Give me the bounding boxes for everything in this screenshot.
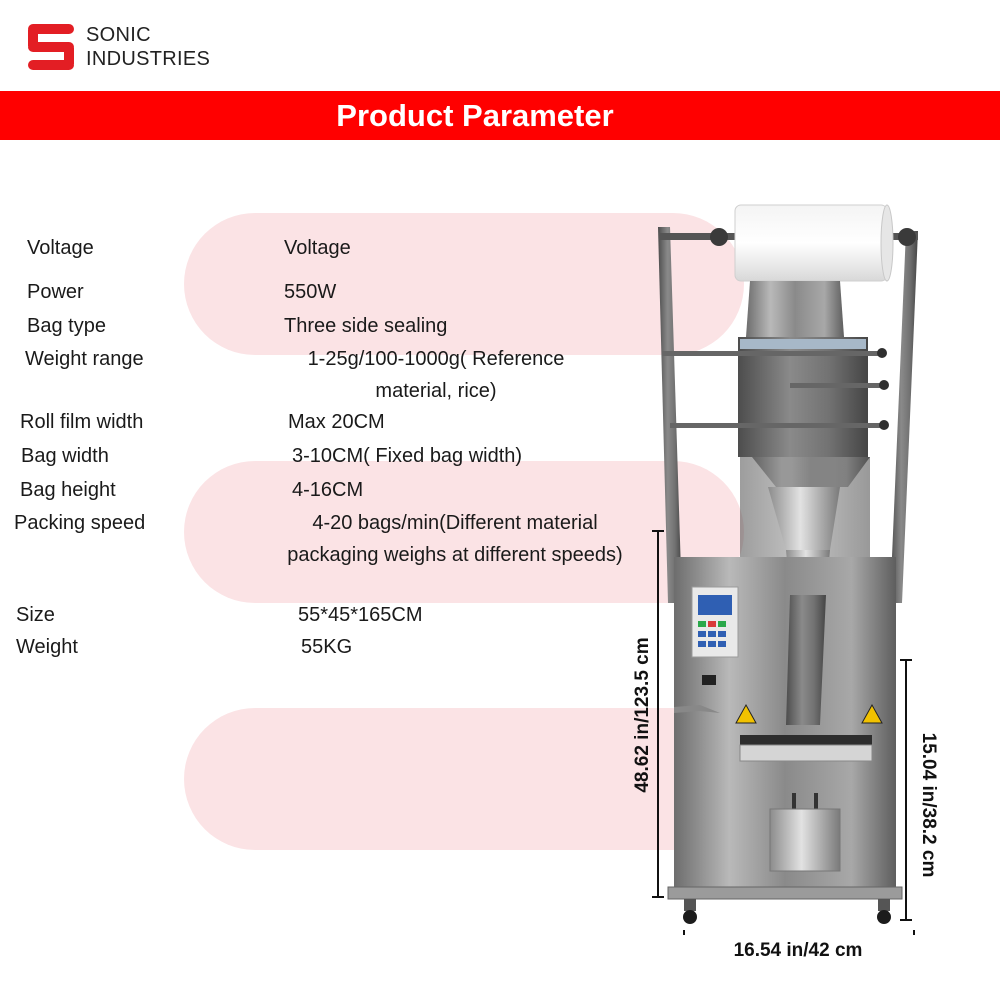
- width-dimension-label: 16.54 in/42 cm: [733, 940, 863, 961]
- param-label: Bag width: [21, 445, 109, 467]
- param-label: Power: [27, 281, 84, 303]
- param-label: Roll film width: [20, 411, 144, 433]
- param-value: Three side sealing: [284, 315, 448, 337]
- param-value: 4-20 bags/min(Different material packagi…: [287, 512, 623, 566]
- height-dimension-label: 48.62 in/123.5 cm: [632, 637, 653, 793]
- packing-machine-image: [652, 204, 918, 935]
- param-value: 3-10CM( Fixed bag width): [292, 445, 523, 467]
- param-value: 1-25g/100-1000g( Reference material, ric…: [307, 348, 565, 402]
- param-label: Bag height: [20, 479, 116, 501]
- brand-line1: SONIC: [86, 24, 151, 46]
- brand-line2: INDUSTRIES: [86, 48, 211, 70]
- decor-pill-2: [184, 461, 744, 603]
- param-value: 55*45*165CM: [298, 604, 423, 626]
- param-label: Weight: [16, 636, 78, 658]
- brand-name: SONIC INDUSTRIES: [86, 23, 210, 71]
- page-title: Product Parameter: [336, 97, 614, 133]
- param-label: Voltage: [27, 237, 94, 259]
- brand-logo: SONIC INDUSTRIES: [26, 22, 210, 72]
- param-label: Bag type: [27, 315, 106, 337]
- sonic-logo-icon: [28, 24, 74, 70]
- body-height-dimension-label: 15.04 in/38.2 cm: [918, 732, 939, 878]
- param-value: 4-16CM: [292, 479, 364, 501]
- param-label: Packing speed: [14, 512, 146, 534]
- decor-pill-3: [184, 708, 744, 850]
- param-label: Weight range: [25, 348, 144, 370]
- param-value: Max 20CM: [288, 411, 385, 433]
- param-value: Voltage: [284, 237, 351, 259]
- param-label: Size: [16, 604, 55, 626]
- title-banner: Product Parameter: [0, 91, 1000, 140]
- decor-pill-1: [184, 213, 744, 355]
- param-value: 55KG: [301, 636, 353, 658]
- param-value: 550W: [284, 281, 337, 303]
